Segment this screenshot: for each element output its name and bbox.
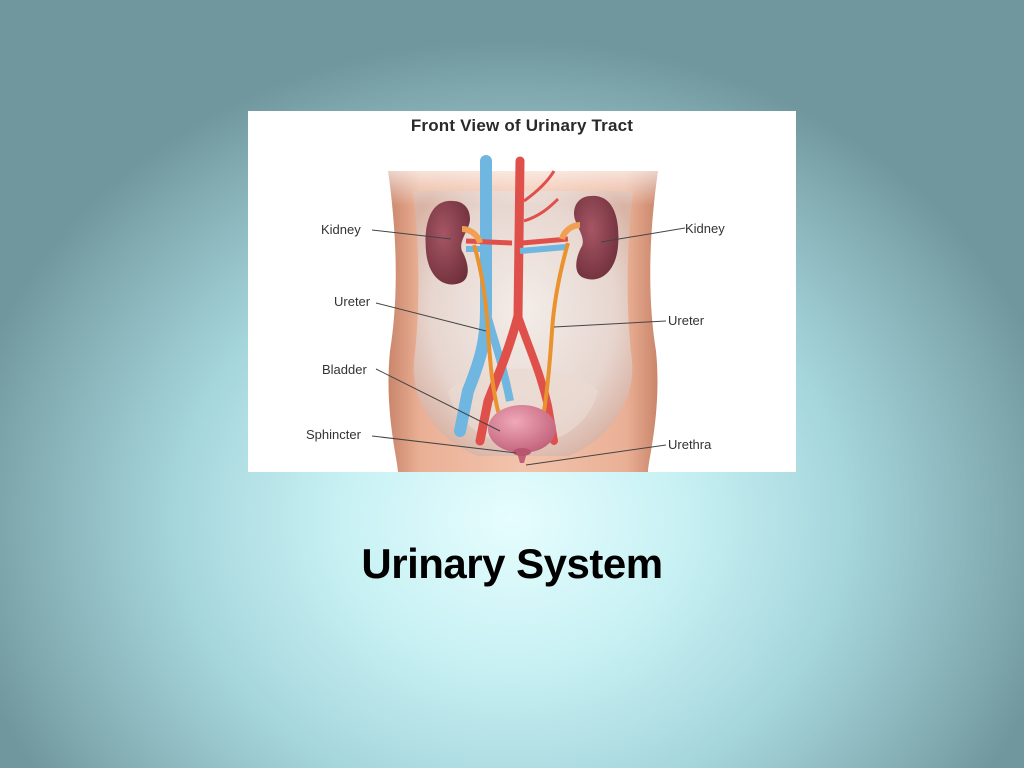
label-urethra: Urethra <box>668 437 712 452</box>
label-sphincter: Sphincter <box>306 427 361 442</box>
urinary-tract-figure: Front View of Urinary Tract Kidney Kidne… <box>248 111 796 472</box>
urinary-tract-illustration <box>371 151 686 472</box>
label-ureter-left: Ureter <box>334 294 371 309</box>
bladder-organ <box>488 405 556 453</box>
right-kidney <box>574 195 619 280</box>
label-ureter-right: Ureter <box>668 313 705 328</box>
left-kidney <box>425 200 470 285</box>
slide-title: Urinary System <box>361 540 663 587</box>
label-bladder: Bladder <box>322 362 367 377</box>
figure-title: Front View of Urinary Tract <box>410 116 634 135</box>
label-kidney-right: Kidney <box>685 221 725 236</box>
label-kidney-left: Kidney <box>321 222 361 237</box>
